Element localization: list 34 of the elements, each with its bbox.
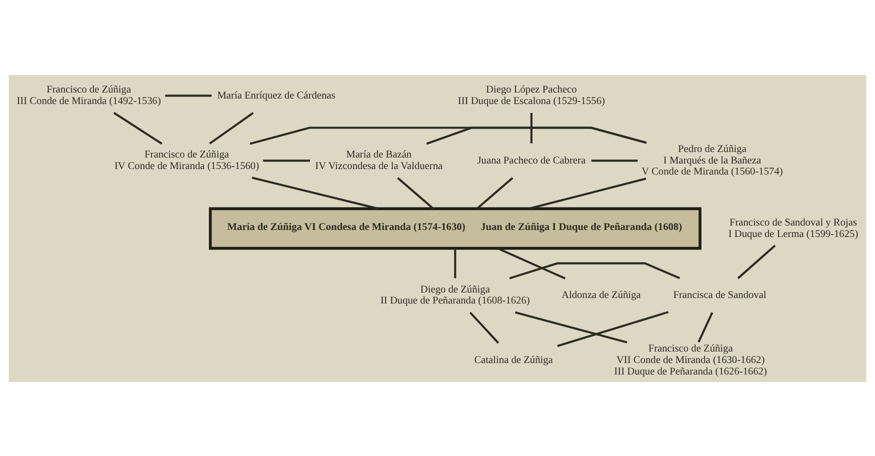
node-text: María de Bazán IV Vizcondesa de la Valduerna [315,149,443,172]
connector [514,310,628,343]
node-text: Juana Pacheco de Cabrera [477,154,586,166]
node-text: Catalina de Zúñiga [474,354,553,366]
node-text: Francisca de Sandoval [673,290,766,300]
connector [263,159,310,162]
connector [209,112,254,144]
node-box: María de Zúñiga VI Condesa de Miranda (1574-1630) Juan de Zúñiga I Duque de Peñaranda (1608) [208,206,702,250]
connector [528,177,646,210]
connector [113,111,162,144]
connector [476,176,514,209]
connector [737,244,776,279]
connector [469,311,500,344]
connector [252,176,379,210]
node-text: Francisco de Zúñiga IV Conde de Miranda (1536-1560) [114,149,260,172]
connector [397,176,434,209]
connector [509,262,680,279]
node-text: Pedro de Zúñiga I Marqués de la Bañeza V Conde de Miranda (1560-1574) [642,144,783,178]
connector [497,246,566,279]
node-text: Diego López Pacheco III Duque de Escalona (1529-1556) [458,84,605,107]
connector [250,126,647,144]
connector [165,94,212,96]
connector [530,112,532,143]
node-text: Francisco de Sandoval y Rojas I Duque de Lerma (1599-1625) [728,216,858,240]
node-text: Aldonza de Zúñiga [561,290,641,300]
connector [454,248,456,278]
node-text: María Enríquez de Cárdenas [217,90,336,101]
node-text: Diego de Zúñiga II Duque de Peñaranda (1608-1626) [380,284,530,306]
connector [426,126,647,144]
connector [590,159,638,162]
node-text: Francisco de Zúñiga VII Conde de Miranda (1630-1662) III Duque de Peñaranda (1626-1662) [614,343,767,377]
connector [698,312,714,342]
connector [557,310,669,346]
node-text: Francisco de Zúñiga III Conde de Miranda (1492-1536) [16,84,161,107]
